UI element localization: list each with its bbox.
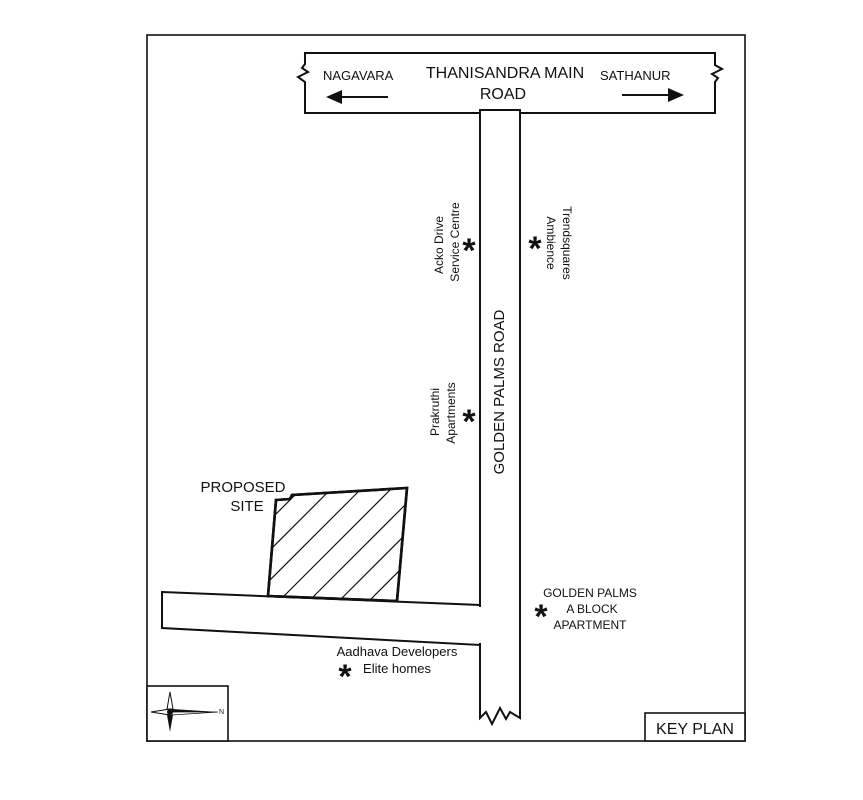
- direction-left-label: NAGAVARA: [323, 68, 394, 83]
- landmark-acko: * Acko Drive Service Centre: [432, 202, 476, 282]
- landmark-marker-icon: *: [462, 403, 476, 441]
- landmark-golden-palms-line2: A BLOCK: [566, 602, 617, 616]
- site-label-line1: PROPOSED: [200, 479, 285, 496]
- main-road-label-line2: ROAD: [480, 86, 526, 103]
- landmark-marker-icon: *: [528, 230, 542, 268]
- landmark-trendsquares: * Trendsquares Ambience: [528, 206, 573, 280]
- landmark-prakruthi-line1: Prakruthi: [428, 388, 442, 436]
- main-road-label-line1: THANISANDRA MAIN: [426, 65, 584, 82]
- landmark-prakruthi-line2: Apartments: [444, 382, 458, 443]
- site-label-line2: SITE: [230, 498, 263, 515]
- direction-right-label: SATHANUR: [600, 68, 671, 83]
- main-road: [296, 52, 725, 114]
- landmark-marker-icon: *: [534, 598, 548, 636]
- landmark-trendsquares-line2: Ambience: [544, 216, 558, 270]
- landmark-aadhava-line1: Aadhava Developers: [337, 644, 458, 659]
- golden-palms-road: [479, 112, 521, 727]
- landmark-aadhava: * Aadhava Developers Elite homes: [337, 644, 458, 696]
- landmark-marker-icon: *: [462, 232, 476, 270]
- side-road-label: GOLDEN PALMS ROAD: [491, 309, 508, 474]
- compass-north-label: N: [219, 709, 224, 716]
- landmark-aadhava-line2: Elite homes: [363, 661, 431, 676]
- compass-rose-icon: [150, 691, 219, 732]
- landmark-acko-line1: Acko Drive: [432, 216, 446, 274]
- key-plan-label: KEY PLAN: [656, 721, 734, 738]
- landmark-acko-line2: Service Centre: [448, 202, 462, 282]
- arrow-left-icon: [326, 90, 388, 104]
- landmark-trendsquares-line1: Trendsquares: [560, 206, 574, 280]
- proposed-site-plot: [266, 486, 409, 603]
- landmark-golden-palms-line1: GOLDEN PALMS: [543, 586, 637, 600]
- landmark-golden-palms-line3: APARTMENT: [554, 618, 628, 632]
- arrow-right-icon: [622, 88, 684, 102]
- landmark-golden-palms-a: * GOLDEN PALMS A BLOCK APARTMENT: [534, 586, 637, 636]
- landmark-prakruthi: * Prakruthi Apartments: [428, 382, 476, 443]
- landmark-marker-icon: *: [338, 658, 352, 696]
- key-plan-box: [644, 712, 746, 742]
